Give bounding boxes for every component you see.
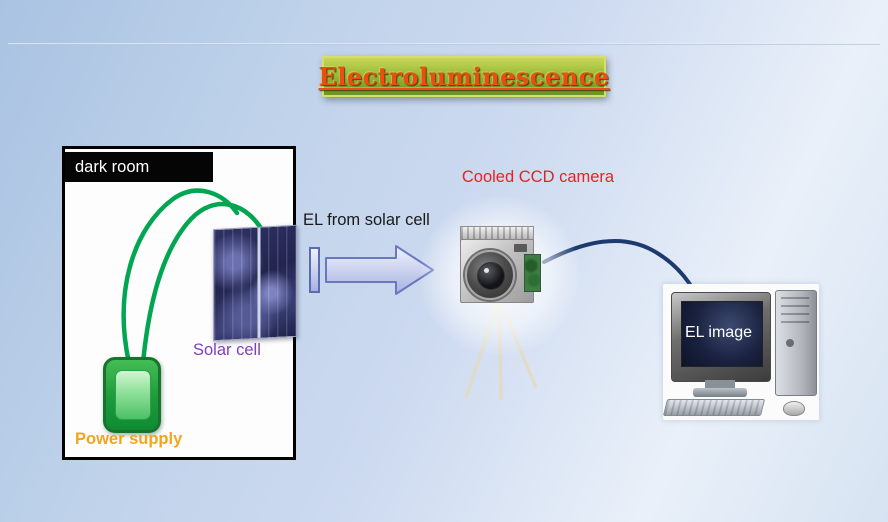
tower-power-button — [786, 339, 794, 347]
camera-lens — [465, 250, 515, 300]
arrow-body — [325, 245, 434, 295]
solar-cell-label: Solar cell — [193, 341, 261, 359]
camera-detail — [514, 244, 527, 252]
monitor-screen: EL image — [681, 301, 763, 367]
dark-room-box: Solar cell Power supply dark room — [62, 146, 297, 460]
monitor-neck — [705, 380, 735, 388]
arrow-bar — [309, 247, 320, 293]
dark-room-header: dark room — [65, 152, 213, 182]
camera-circuit-board — [524, 254, 541, 292]
el-from-solar-cell-label: EL from solar cell — [303, 211, 430, 229]
arrow-right-icon — [309, 245, 434, 295]
lens-glint — [484, 268, 489, 273]
camera-lens-inner — [477, 262, 505, 290]
mouse — [783, 401, 805, 416]
title-banner: Electroluminescence — [318, 56, 609, 97]
cooled-ccd-camera-label: Cooled CCD camera — [461, 168, 615, 186]
power-supply-icon — [103, 357, 161, 433]
monitor-base — [693, 388, 747, 397]
wire-lines — [121, 188, 268, 366]
crt-monitor: EL image — [671, 292, 771, 382]
computer-image: EL image — [662, 284, 819, 420]
slide-title: Electroluminescence — [318, 62, 610, 91]
divider-line — [8, 43, 880, 45]
ccd-camera-image — [450, 218, 550, 318]
keyboard — [662, 399, 766, 416]
dark-room-label: dark room — [75, 158, 150, 176]
el-image-label: EL image — [685, 324, 752, 341]
computer-tower — [775, 290, 817, 396]
tower-vents — [781, 297, 809, 327]
green-wire-1 — [121, 188, 240, 366]
power-supply-label: Power supply — [75, 430, 183, 448]
power-supply-inner — [115, 370, 151, 420]
green-wire-2 — [140, 201, 268, 366]
